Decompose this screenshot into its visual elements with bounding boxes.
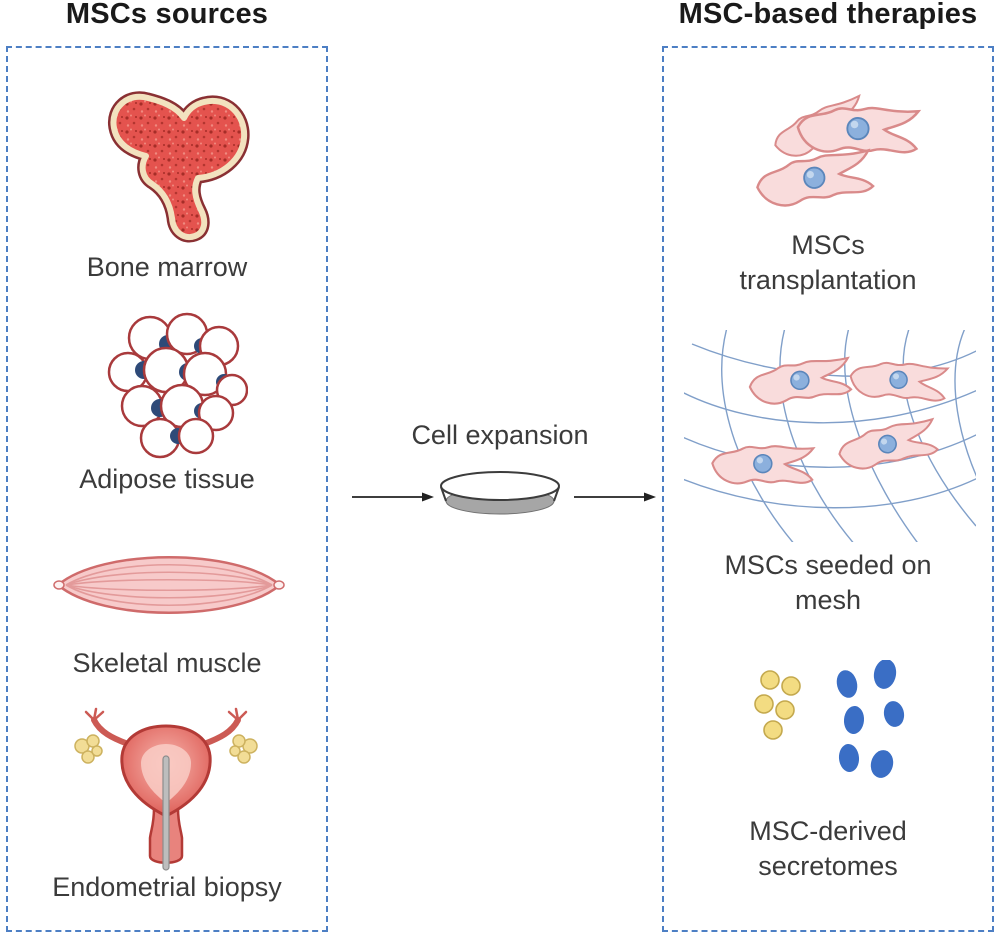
adipose-tissue-icon bbox=[107, 312, 248, 459]
therapy-label-seeded-mesh: MSCs seeded on mesh bbox=[724, 550, 932, 615]
source-label-endometrial-biopsy: Endometrial biopsy bbox=[52, 872, 282, 902]
mesh-fibers bbox=[684, 330, 976, 542]
sources-title: MSCs sources bbox=[65, 0, 269, 30]
msc-cells-icon bbox=[753, 94, 921, 210]
therapy-label-transplantation: MSCs transplantation bbox=[739, 230, 917, 295]
source-label-bone-marrow: Bone marrow bbox=[86, 252, 248, 282]
sources-panel: Bone marrow bbox=[6, 46, 328, 932]
flow-arrow-left bbox=[352, 492, 434, 502]
petri-dish-icon bbox=[440, 471, 560, 515]
secretome-dots-icon bbox=[754, 660, 905, 778]
expansion-flow-graphic bbox=[352, 471, 656, 515]
flow-arrow-right bbox=[574, 492, 656, 502]
therapies-panel: MSCs transplantation bbox=[662, 46, 994, 932]
therapies-title: MSC-based therapies bbox=[678, 0, 978, 30]
secretome-yellow-vesicles bbox=[754, 670, 801, 740]
cell-expansion-group: Cell expansion bbox=[340, 420, 660, 540]
skeletal-muscle-icon bbox=[53, 556, 285, 614]
mesh-with-cells-icon bbox=[684, 330, 976, 542]
secretome-blue-vesicles bbox=[836, 660, 905, 778]
therapy-label-secretomes: MSC-derived secretomes bbox=[749, 816, 907, 881]
uterus-biopsy-icon bbox=[74, 707, 258, 871]
source-label-skeletal-muscle: Skeletal muscle bbox=[72, 648, 262, 678]
bone-marrow-icon bbox=[107, 91, 250, 243]
source-label-adipose: Adipose tissue bbox=[79, 464, 255, 494]
cell-expansion-label: Cell expansion bbox=[411, 420, 589, 450]
